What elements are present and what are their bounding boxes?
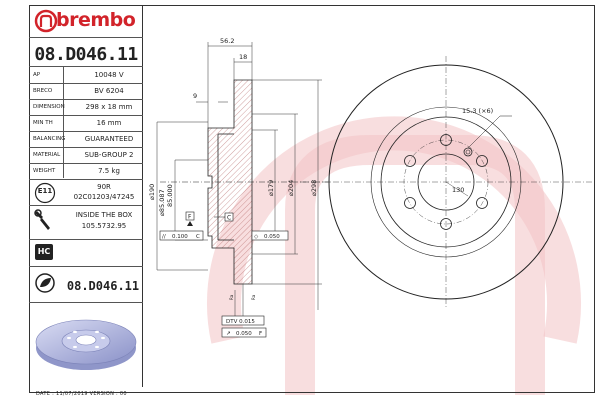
inside-box-line2: 105.5732.95 xyxy=(81,222,127,230)
datum-f: F xyxy=(188,214,192,221)
dim-d298: ⌀298 xyxy=(310,180,318,196)
divider xyxy=(29,205,143,206)
runout-ref: F xyxy=(259,331,262,337)
flat2-symbol: ◇ xyxy=(254,234,259,240)
divider xyxy=(29,239,143,240)
roughness-1: Ra xyxy=(229,294,234,300)
spec-value: BV 6204 xyxy=(94,87,124,95)
front-view xyxy=(300,56,592,308)
footer-date-version: DATE : 11/07/2019 VERSION : 00 xyxy=(36,391,127,397)
part-number-repeat: 08.D046.11 xyxy=(66,279,140,293)
spec-divider xyxy=(63,66,64,178)
spec-row-dimension: DIMENSION 298 x 18 mm xyxy=(29,100,143,116)
dim-hat-thickness: 9 xyxy=(193,92,197,100)
approval-line1: 90R xyxy=(97,183,111,191)
wrench-icon xyxy=(34,209,50,230)
spec-row-breco: BRECO BV 6204 xyxy=(29,84,143,100)
divider xyxy=(29,37,143,38)
dim-total-height: 56.2 xyxy=(220,37,234,45)
hc-label: HC xyxy=(37,247,51,256)
spec-value: 7.5 kg xyxy=(98,167,120,175)
dim-d85087: ⌀85.087 xyxy=(158,189,166,216)
spec-value: GUARANTEED xyxy=(84,135,134,143)
part-number: 08.D046.11 xyxy=(34,44,138,65)
drawing-frame xyxy=(29,5,595,393)
datum-c: C xyxy=(227,215,231,222)
spec-key: MIN TH xyxy=(33,120,53,126)
divider xyxy=(29,99,143,100)
divider xyxy=(29,302,143,303)
approval-mark: E11 xyxy=(37,187,53,195)
spec-row-min-th: MIN TH 16 mm xyxy=(29,116,143,132)
dim-hole: 15.3 (×6) xyxy=(462,107,493,115)
hc-badge: HC xyxy=(35,244,53,260)
divider xyxy=(29,115,143,116)
spec-row-balancing: BALANCING GUARANTEED xyxy=(29,132,143,148)
approval-mark-icon xyxy=(34,182,56,204)
spec-key: BRECO xyxy=(33,88,53,94)
inside-box-line1: INSIDE THE BOX xyxy=(75,211,133,219)
info-column xyxy=(29,5,143,387)
flat-symbol: // xyxy=(162,234,166,240)
dim-pcd: 130 xyxy=(452,186,464,194)
flat-ref: C xyxy=(196,234,200,240)
dim-d204: ⌀204 xyxy=(287,180,295,196)
dim-disc-thickness: 18 xyxy=(239,53,247,61)
spec-key: DIMENSION xyxy=(33,104,65,110)
divider xyxy=(29,179,143,180)
divider xyxy=(29,266,143,267)
flat-value: 0.100 xyxy=(172,234,188,240)
spec-value: 16 mm xyxy=(96,119,122,127)
spec-key: AP xyxy=(33,72,41,78)
runout-symbol: ↗ xyxy=(226,331,231,337)
flat2-value: 0.050 xyxy=(264,234,280,240)
spec-row-ap: AP 10048 V xyxy=(29,68,143,84)
dim-d85000: 85.000 xyxy=(166,184,174,207)
section-view xyxy=(160,79,330,285)
roughness-2: Ra xyxy=(251,294,256,300)
divider xyxy=(29,163,143,164)
divider xyxy=(29,66,143,67)
brembo-logo-icon xyxy=(34,9,58,33)
disc-thumbnail-image xyxy=(35,319,137,370)
dim-d179: ⌀179 xyxy=(267,180,275,196)
spec-value: 298 x 18 mm xyxy=(85,103,133,111)
spec-key: WEIGHT xyxy=(33,168,56,174)
approval-line2: 02C01203/47245 xyxy=(73,193,135,201)
spec-value: 10048 V xyxy=(94,71,124,79)
divider xyxy=(29,147,143,148)
spec-row-material: MATERIAL SUB-GROUP 2 xyxy=(29,148,143,164)
spec-key: BALANCING xyxy=(33,136,66,142)
divider xyxy=(29,83,143,84)
brand-name: brembo xyxy=(56,9,136,31)
runout-value: 0.050 xyxy=(236,331,252,337)
spec-row-weight: WEIGHT 7.5 kg xyxy=(29,164,143,180)
spec-value: SUB-GROUP 2 xyxy=(84,151,134,159)
dtv-value: DTV 0.015 xyxy=(226,319,255,325)
dim-d190: ⌀190 xyxy=(148,184,156,200)
spec-key: MATERIAL xyxy=(33,152,61,158)
eco-leaf-icon xyxy=(35,273,55,293)
divider xyxy=(29,131,143,132)
